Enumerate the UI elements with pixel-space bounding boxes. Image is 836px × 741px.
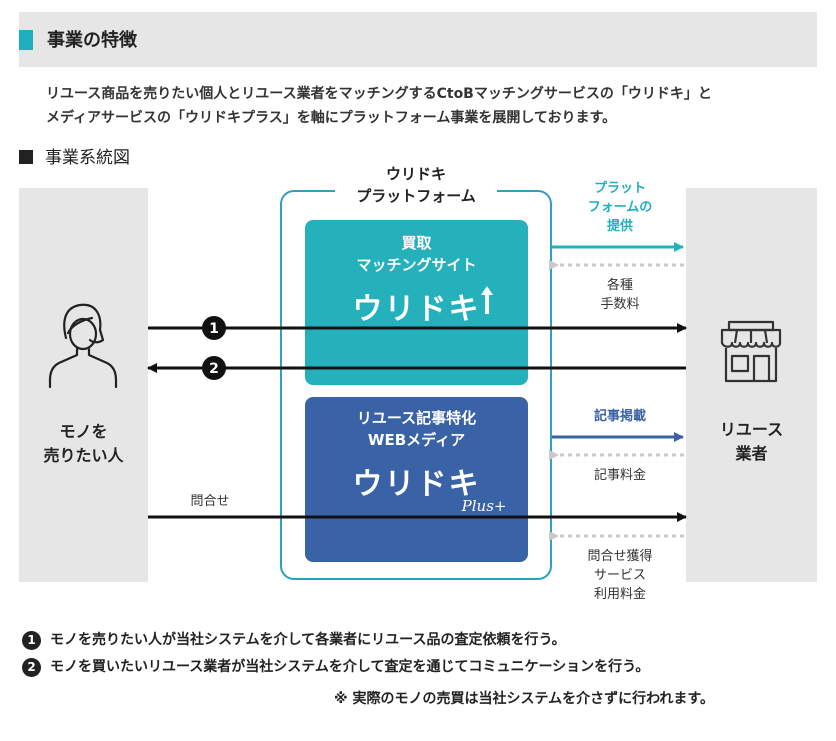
inquiry-fee-line-2: サービス [593,568,646,583]
intro-text: リユース商品を売りたい個人とリユース業者をマッチングするCtoBマッチングサービ… [46,82,816,130]
article-post-label: 記事掲載 [593,409,646,424]
fees-label: 各種 手数料 [560,276,680,314]
buy-card-line-2: マッチングサイト [356,256,477,274]
inquiry-label: 問合せ [190,494,230,509]
uridoki-logo: ウリドキ [352,284,493,328]
provide-platform-label: プラット フォームの 提供 [560,179,680,236]
uridoki-plus-logo-text: ウリドキ [352,467,481,502]
platform-title-line-1: ウリドキ [385,165,446,183]
provide-label-line-1: プラット [593,181,646,196]
inquiry-fee-label: 問合せ獲得 サービス 利用料金 [560,547,680,604]
seller-label: モノを 売りたい人 [19,420,148,468]
step-2-badge: 2 [202,356,226,380]
footnote: ※ 実際のモノの売買は当社システムを介さずに行われます。 [334,691,714,707]
svg-text:2: 2 [209,361,219,377]
dealer-label: リユース 業者 [686,418,817,466]
provide-label-line-2: フォームの [587,200,653,215]
person-icon [48,303,118,389]
diagram-heading: 事業系統図 [19,143,130,168]
note-1: 1 モノを売りたい人が当社システムを介して各業者にリユース品の査定依頼を行う。 [22,629,566,650]
buy-matching-card: 買取 マッチングサイト ウリドキ [305,220,528,385]
section-title: 事業の特徴 [47,30,137,51]
plus-logo-suffix: Plus+ [461,497,507,515]
seller-label-line-2: 売りたい人 [43,446,124,465]
seller-column: モノを 売りたい人 [19,188,148,582]
diagram-title: 事業系統図 [45,148,130,168]
square-bullet-icon [19,150,33,164]
seller-label-line-1: モノを [59,422,108,441]
note-1-number: 1 [22,631,41,650]
uridoki-logo-text: ウリドキ [352,292,481,327]
shop-icon [720,320,782,383]
inquiry-fee-line-1: 問合せ獲得 [587,549,653,564]
section-header: 事業の特徴 [19,12,817,67]
svg-text:1: 1 [209,321,219,337]
up-arrow-icon [480,286,493,314]
step-1-badge: 1 [202,316,226,340]
note-2: 2 モノを買いたいリユース業者が当社システムを介して査定を通じてコミュニケーション… [22,656,649,677]
dealer-label-line-1: リユース [719,420,784,439]
inquiry-fee-line-3: 利用料金 [593,587,646,602]
media-card: リユース記事特化 WEBメディア ウリドキ Plus+ [305,397,528,562]
uridoki-plus-logo: ウリドキ Plus+ [352,459,507,515]
note-2-number: 2 [22,658,41,677]
note-2-text: モノを買いたいリユース業者が当社システムを介して査定を通じてコミュニケーションを… [50,659,650,675]
section-accent-bar [19,30,33,50]
platform-title-line-2: プラットフォーム [356,187,476,205]
media-card-line-1: リユース記事特化 [356,409,477,427]
platform-title: ウリドキ プラットフォーム [335,163,497,207]
provide-label-line-3: 提供 [606,219,633,234]
intro-line-2: メディアサービスの「ウリドキプラス」を軸にプラットフォーム事業を展開しております… [46,110,617,126]
intro-line-1: リユース商品を売りたい個人とリユース業者をマッチングするCtoBマッチングサービ… [46,86,712,102]
article-fee-label: 記事料金 [593,468,646,483]
fees-label-line-2: 手数料 [600,297,640,312]
media-card-line-2: WEBメディア [367,431,466,449]
reuse-dealer-column: リユース 業者 [686,188,817,582]
note-1-text: モノを売りたい人が当社システムを介して各業者にリユース品の査定依頼を行う。 [50,632,566,648]
dealer-label-line-2: 業者 [735,444,768,463]
buy-card-line-1: 買取 [401,234,432,252]
fees-label-line-1: 各種 [606,278,633,293]
